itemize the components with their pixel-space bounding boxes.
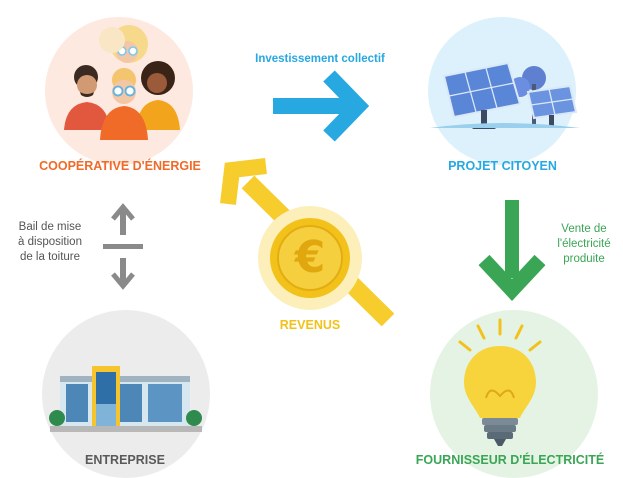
revenus-label: REVENUS xyxy=(279,318,341,332)
projet-label: PROJET CITOYEN xyxy=(448,159,557,173)
entreprise-label: ENTREPRISE xyxy=(85,453,165,467)
vente-line-2: l'électricité xyxy=(557,238,611,250)
office-building-icon xyxy=(49,366,202,432)
vente-line-3: produite xyxy=(563,253,605,265)
bail-line-1: Bail de mise xyxy=(18,221,82,233)
fournisseur-label: FOURNISSEUR D'ÉLECTRICITÉ xyxy=(415,453,605,467)
solar-panels-icon xyxy=(430,61,580,129)
investissement-arrow xyxy=(273,70,370,142)
euro-coin-icon xyxy=(258,206,362,310)
people-group-icon xyxy=(64,25,180,140)
light-bulb-icon xyxy=(458,318,542,446)
euro-symbol: € xyxy=(294,232,326,283)
vente-arrow xyxy=(478,200,546,301)
vente-line-1: Vente de xyxy=(561,223,607,235)
bail-line-3: de la toiture xyxy=(19,251,81,263)
bail-double-arrow xyxy=(103,203,143,290)
bail-line-2: à disposition xyxy=(18,236,82,248)
vente-label: Vente de l'électricité produite xyxy=(542,222,623,267)
investissement-label: Investissement collectif xyxy=(255,53,385,65)
bail-label: Bail de mise à disposition de la toiture xyxy=(4,220,96,265)
cooperative-label: COOPÉRATIVE D'ÉNERGIE xyxy=(39,159,201,173)
